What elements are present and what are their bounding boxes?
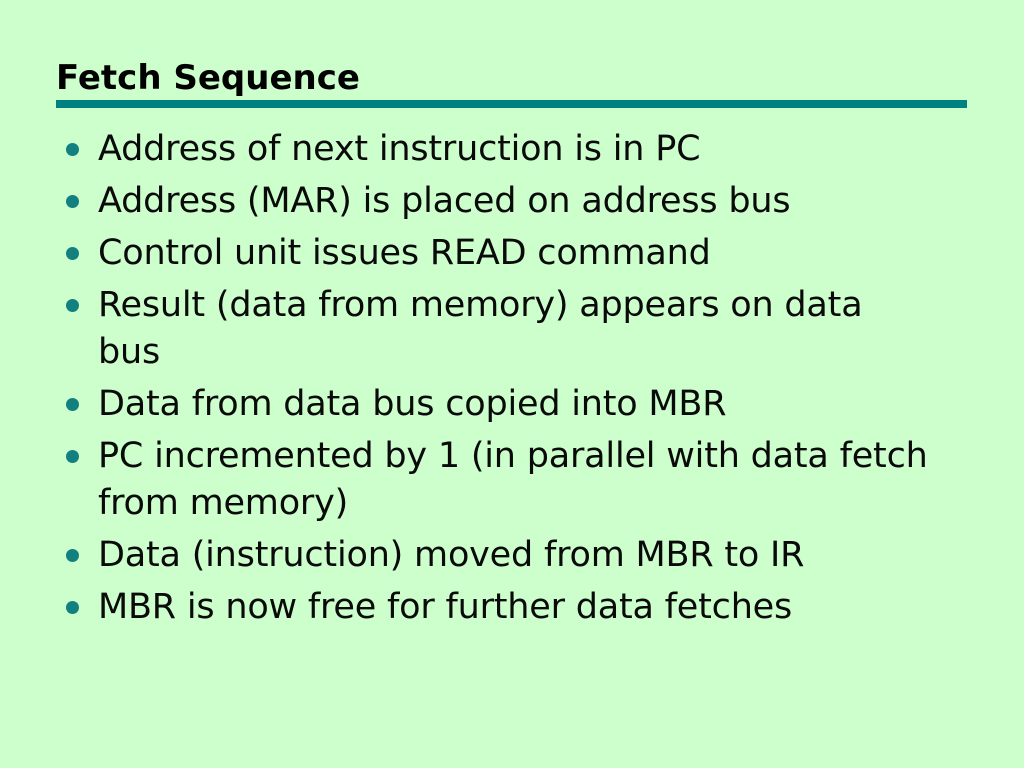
- list-item: PC incremented by 1 (in parallel with da…: [56, 433, 976, 527]
- list-item: Data (instruction) moved from MBR to IR: [56, 532, 976, 579]
- bullet-dot-icon: [66, 299, 79, 312]
- list-item: Address of next instruction is in PC: [56, 126, 976, 173]
- bullet-dot-icon: [66, 398, 79, 411]
- list-item-label: Result (data from memory) appears on dat…: [98, 285, 863, 372]
- title-block: Fetch Sequence: [56, 58, 968, 98]
- list-item: Data from data bus copied into MBR: [56, 381, 976, 428]
- list-item-label: Address (MAR) is placed on address bus: [98, 181, 791, 221]
- bullet-dot-icon: [66, 195, 79, 208]
- list-item-label: Address of next instruction is in PC: [98, 129, 701, 169]
- list-item-label: Control unit issues READ command: [98, 233, 711, 273]
- page-title: Fetch Sequence: [56, 58, 360, 98]
- list-item-label: Data (instruction) moved from MBR to IR: [98, 535, 805, 575]
- bullet-dot-icon: [66, 549, 79, 562]
- list-item: Control unit issues READ command: [56, 230, 976, 277]
- bullet-dot-icon: [66, 450, 79, 463]
- title-underline-rule: [56, 100, 967, 108]
- list-item-label: MBR is now free for further data fetches: [98, 587, 793, 627]
- bullet-dot-icon: [66, 601, 79, 614]
- bullet-dot-icon: [66, 247, 79, 260]
- bullet-dot-icon: [66, 143, 79, 156]
- list-item-label: Data from data bus copied into MBR: [98, 384, 727, 424]
- list-item: Result (data from memory) appears on dat…: [56, 282, 976, 376]
- list-item-label: PC incremented by 1 (in parallel with da…: [98, 436, 928, 523]
- list-item: MBR is now free for further data fetches: [56, 584, 976, 631]
- list-item: Address (MAR) is placed on address bus: [56, 178, 976, 225]
- bullet-list: Address of next instruction is in PC Add…: [56, 126, 976, 636]
